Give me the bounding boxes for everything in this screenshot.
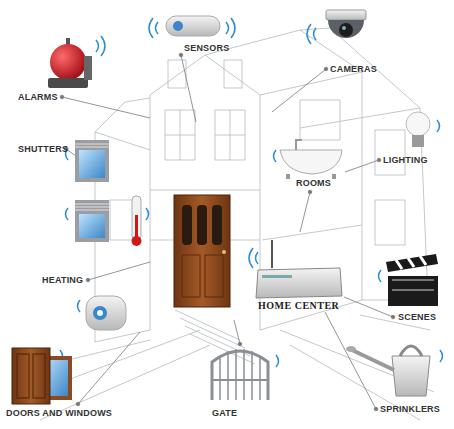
- home-center-icon: [256, 240, 342, 298]
- leader-lines: [60, 53, 395, 411]
- alarm-icon: [48, 38, 92, 88]
- door-icon: [174, 195, 230, 307]
- gate-icon: [212, 349, 268, 400]
- camera-icon: [326, 10, 366, 38]
- icon-label: DOORS AND WINDOWS: [6, 408, 112, 419]
- icon-label: ALARMS: [18, 92, 58, 103]
- icon-label: SPRINKLERS: [380, 404, 440, 415]
- doors-windows-icon: [12, 348, 72, 404]
- bathtub-icon: [280, 140, 342, 179]
- icon-label: HEATING: [42, 275, 83, 286]
- clapperboard-icon: [386, 254, 438, 306]
- bulb-icon: [406, 112, 430, 147]
- heater-icon: [86, 296, 126, 330]
- icon-label: HOME CENTER: [258, 300, 339, 311]
- icon-label: SCENES: [398, 312, 436, 323]
- icon-label: GATE: [212, 408, 237, 419]
- icon-label: SHUTTERS: [18, 144, 68, 155]
- icon-label: ROOMS: [296, 178, 331, 189]
- house-wireframe: [20, 28, 434, 420]
- thermometer-icon: [132, 196, 142, 246]
- icon-label: LIGHTING: [383, 155, 428, 166]
- icon-label: SENSORS: [184, 43, 229, 54]
- wireless-waves: [60, 18, 443, 367]
- sensor-icon: [166, 16, 220, 36]
- icon-label: CAMERAS: [330, 64, 377, 75]
- watering-can-icon: [346, 346, 430, 396]
- shutter-icon: [75, 140, 109, 242]
